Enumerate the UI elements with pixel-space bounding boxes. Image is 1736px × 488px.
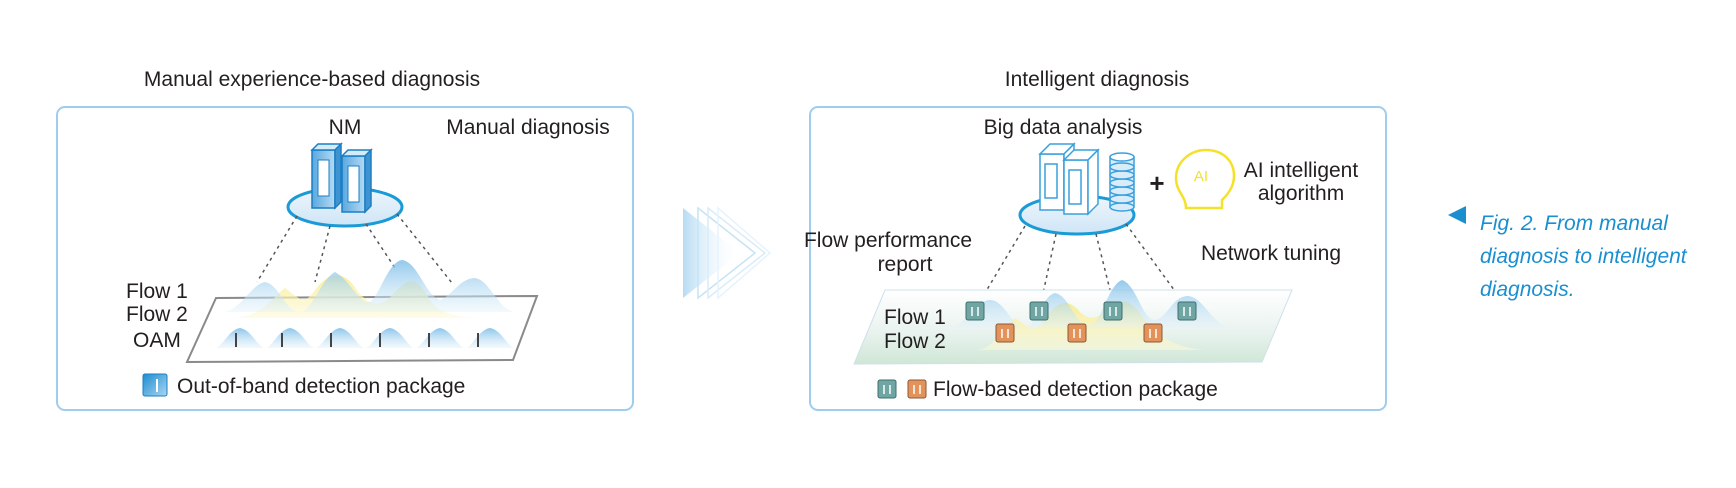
left-panel-title: Manual experience-based diagnosis — [144, 68, 480, 91]
ai-label-line1: AI intelligent — [1244, 159, 1359, 182]
left-legend-label: Out-of-band detection package — [177, 375, 465, 398]
right-flow1-waves — [948, 280, 1232, 328]
ai-head-icon: AI — [1174, 148, 1236, 210]
flow1-packet — [1177, 301, 1197, 321]
big-data-server-icon — [1038, 142, 1100, 216]
left-panel: Manual experience-based diagnosis NM Man… — [56, 68, 634, 411]
caption-marker-icon — [1448, 206, 1466, 224]
flow1-packets — [965, 301, 1197, 321]
right-flow1-label: Flow 1 — [884, 306, 946, 329]
right-legend-label: Flow-based detection package — [933, 378, 1218, 401]
network-tuning-label: Network tuning — [1201, 242, 1341, 265]
flow-based-packet-icons — [877, 379, 927, 399]
left-flow1-waves — [222, 260, 515, 312]
flow1-packet — [1103, 301, 1123, 321]
right-collection-lines — [981, 223, 1181, 299]
ai-label-line2: algorithm — [1258, 182, 1344, 205]
right-panel: Intelligent diagnosis Big data analysis — [804, 68, 1387, 411]
database-icon — [1109, 152, 1135, 212]
flow2-packet — [1067, 323, 1087, 343]
perf-report-line2: report — [878, 253, 933, 276]
left-panel-frame — [56, 106, 634, 411]
flow2-packet — [995, 323, 1015, 343]
oam-packet-ticks — [235, 333, 479, 347]
nm-server-icon — [310, 142, 373, 214]
plus-sign: + — [1149, 168, 1164, 198]
figure-caption: Fig. 2. From manual diagnosis to intelli… — [1448, 206, 1688, 301]
perf-report-line1: Flow performance — [804, 229, 972, 252]
flow2-packet — [1143, 323, 1163, 343]
right-panel-frame — [809, 106, 1387, 411]
right-panel-title: Intelligent diagnosis — [1005, 68, 1189, 91]
left-flow2-label: Flow 2 — [126, 303, 188, 326]
oam-waves — [215, 328, 515, 348]
left-flow1-label: Flow 1 — [126, 280, 188, 303]
caption-line2: diagnosis to intelligent — [1480, 245, 1688, 268]
right-flow2-label: Flow 2 — [884, 330, 946, 353]
flow2-packets — [995, 323, 1163, 343]
caption-line3: diagnosis. — [1480, 278, 1575, 301]
oam-label: OAM — [133, 329, 181, 352]
big-data-label: Big data analysis — [984, 116, 1143, 139]
out-of-band-packet-icon — [142, 373, 168, 397]
flow1-packet — [965, 301, 985, 321]
manual-diagnosis-label: Manual diagnosis — [446, 116, 609, 139]
left-collection-lines — [256, 213, 453, 284]
caption-line1: Fig. 2. From manual — [1480, 212, 1669, 235]
nm-label: NM — [329, 116, 362, 139]
ai-badge: AI — [1194, 168, 1208, 185]
transition-arrow — [683, 206, 772, 300]
flow1-packet — [1029, 301, 1049, 321]
